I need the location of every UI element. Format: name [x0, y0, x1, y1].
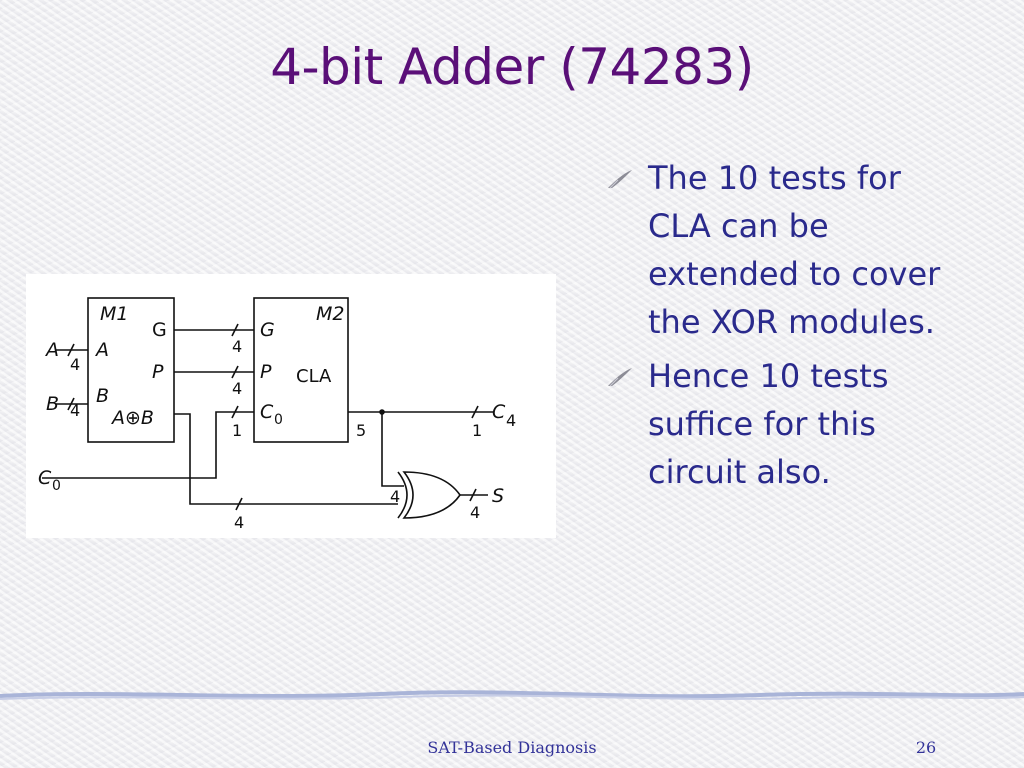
input-b-width: 4: [70, 401, 80, 420]
m1-g-label: G: [152, 319, 167, 341]
output-c4-subscript: 4: [506, 411, 516, 430]
m2-output-width: 5: [356, 421, 366, 440]
m1-b-label: B: [96, 385, 109, 407]
xor-input-width: 4: [390, 487, 400, 506]
xor-sum-wire: [174, 413, 398, 505]
m2-c0-label: C: [260, 401, 274, 423]
xor-back-arc: [397, 471, 408, 519]
junction-dot: [379, 409, 385, 415]
input-a-label: A: [44, 339, 59, 361]
c4-output-width: 1: [472, 421, 482, 440]
circuit-svg: M1 G P A B A⊕B M2 G P C 0 CLA A 4 B 4 C …: [38, 297, 516, 532]
m2-p-label: P: [260, 361, 272, 383]
input-a-width: 4: [70, 355, 80, 374]
m2-c0-subscript: 0: [274, 412, 283, 428]
bullet-item-2: Hence 10 tests suffice for this circuit …: [606, 352, 966, 496]
xor-gate: [402, 471, 461, 519]
g-bus-width: 4: [232, 337, 242, 356]
bullet-text-1: The 10 tests for CLA can be extended to …: [648, 159, 941, 341]
carry-tap-wire: [381, 412, 404, 487]
m2-module-box: [253, 297, 349, 443]
c0-bus-width: 1: [232, 421, 242, 440]
quill-bullet-icon: [608, 368, 632, 387]
m1-a-label: A: [94, 339, 109, 361]
m1-name-label: M1: [100, 303, 128, 325]
footer-divider: [0, 690, 1024, 700]
m2-g-label: G: [260, 319, 275, 341]
adder-circuit-diagram: M1 G P A B A⊕B M2 G P C 0 CLA A 4 B 4 C …: [26, 274, 556, 538]
bullet-text-2: Hence 10 tests suffice for this circuit …: [648, 357, 889, 491]
m1-function-label: A⊕B: [110, 407, 154, 429]
output-s-label: S: [492, 485, 504, 507]
input-b-label: B: [46, 393, 59, 415]
xor-bottom-width: 4: [234, 513, 244, 532]
slide-title: 4-bit Adder (74283): [270, 38, 754, 96]
page-number: 26: [915, 738, 937, 757]
bullet-item-1: The 10 tests for CLA can be extended to …: [606, 154, 966, 346]
footer-title: SAT-Based Diagnosis: [427, 738, 597, 757]
p-bus-width: 4: [232, 379, 242, 398]
quill-bullet-icon: [608, 170, 632, 189]
m1-module-box: [87, 297, 175, 443]
m1-p-label: P: [152, 361, 164, 383]
input-c0-label: C: [38, 467, 52, 489]
m2-name-label: M2: [316, 303, 344, 325]
m2-function-label: CLA: [296, 366, 332, 387]
sum-output-width: 4: [470, 503, 480, 522]
input-c0-subscript: 0: [52, 478, 61, 494]
output-c4-label: C: [492, 401, 506, 423]
bullet-list: The 10 tests for CLA can be extended to …: [606, 154, 966, 502]
